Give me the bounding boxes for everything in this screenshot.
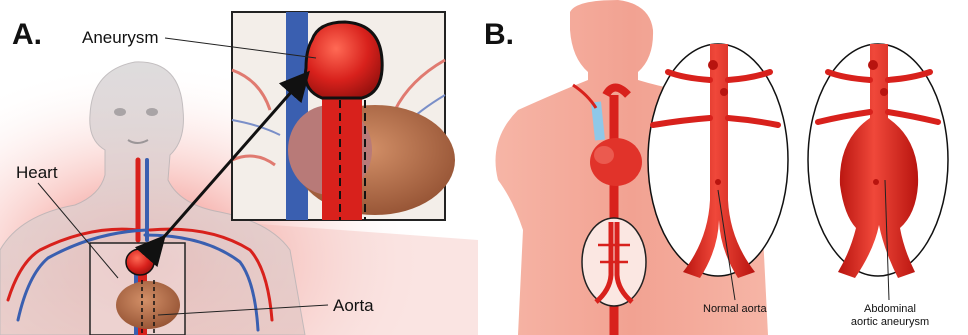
- abdominal-aneurysm-oval: [808, 44, 948, 278]
- aneurysm-label: Aneurysm: [82, 28, 159, 48]
- panel-b-figure: [478, 0, 968, 335]
- panel-b-letter: B.: [484, 18, 514, 52]
- abdominal-aneurysm-label: Abdominal aortic aneurysm: [840, 303, 940, 329]
- normal-aorta-oval: [648, 44, 788, 278]
- normal-aorta-label: Normal aorta: [703, 303, 767, 316]
- abdominal-aneurysm-label-line1: Abdominal: [840, 303, 940, 316]
- panel-a-letter: A.: [12, 18, 42, 52]
- abdominal-aneurysm-label-line2: aortic aneurysm: [840, 316, 940, 329]
- small-abdominal-oval: [582, 218, 646, 306]
- torso-inset-box: [90, 243, 185, 335]
- aneurysm-zoom-inset: [232, 12, 455, 220]
- panel-b-aaa-illustration: B. Normal aorta Abdominal aortic aneurys…: [478, 0, 968, 335]
- panel-a-aneurysm-illustration: A. Aneurysm Heart Aorta: [0, 0, 478, 335]
- heart-label: Heart: [16, 163, 58, 183]
- panel-a-figure: [0, 0, 478, 335]
- aorta-label: Aorta: [333, 296, 374, 316]
